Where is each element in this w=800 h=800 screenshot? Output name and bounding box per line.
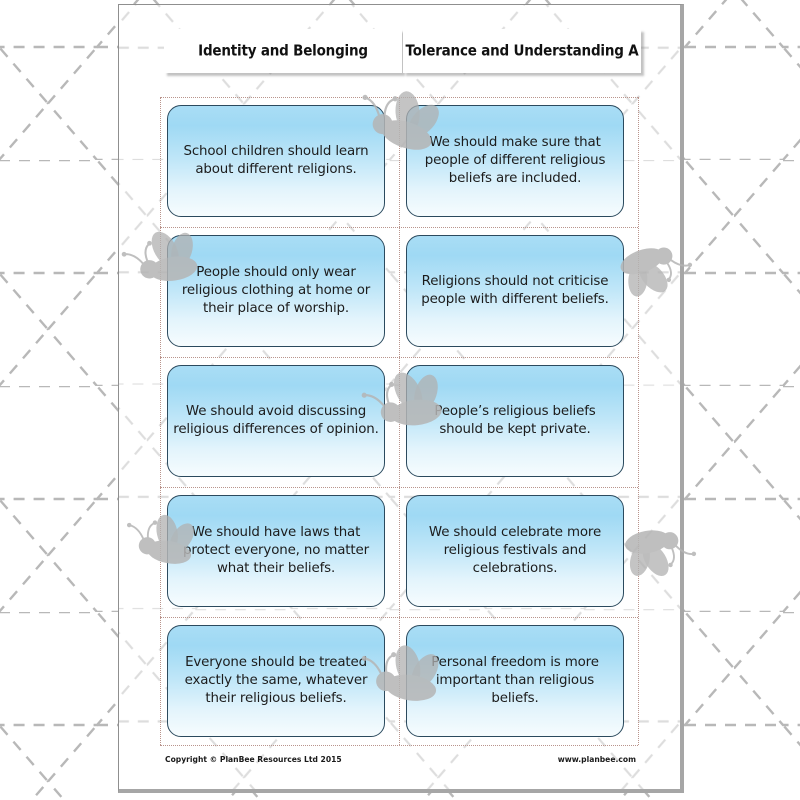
statement-card-text: We should have laws that protect everyon… [183, 525, 369, 576]
statement-card[interactable]: School children should learn about diffe… [167, 105, 385, 217]
statement-card-text: People should only wear religious clothi… [181, 265, 371, 316]
statement-card-text: School children should learn about diffe… [183, 144, 369, 177]
statement-card-text: We should celebrate more religious festi… [428, 525, 602, 576]
statement-card[interactable]: Religions should not criticise people wi… [406, 235, 624, 347]
statement-card[interactable]: Personal freedom is more important than … [406, 625, 624, 737]
copyright-text: Copyright © PlanBee Resources Ltd 2015 [165, 754, 342, 765]
statement-card[interactable]: We should have laws that protect everyon… [167, 495, 385, 607]
statement-card-text: People’s religious beliefs should be kep… [434, 404, 596, 437]
statement-card[interactable]: We should make sure that people of diffe… [406, 105, 624, 217]
statement-card-text: We should make sure that people of diffe… [424, 135, 606, 186]
worksheet-page: Identity and Belonging Tolerance and Und… [118, 4, 684, 793]
statement-card-text: Everyone should be treated exactly the s… [184, 655, 368, 706]
statement-card-text: We should avoid discussing religious dif… [173, 404, 379, 437]
statement-card[interactable]: We should celebrate more religious festi… [406, 495, 624, 607]
statement-card[interactable]: People should only wear religious clothi… [167, 235, 385, 347]
statement-card[interactable]: People’s religious beliefs should be kep… [406, 365, 624, 477]
statement-card-grid: School children should learn about diffe… [119, 5, 680, 789]
statement-card[interactable]: Everyone should be treated exactly the s… [167, 625, 385, 737]
website-link[interactable]: www.planbee.com [557, 754, 636, 765]
statement-card-text: Religions should not criticise people wi… [421, 274, 609, 307]
statement-card-text: Personal freedom is more important than … [431, 655, 599, 706]
page-footer: Copyright © PlanBee Resources Ltd 2015 w… [119, 755, 680, 771]
statement-card[interactable]: We should avoid discussing religious dif… [167, 365, 385, 477]
